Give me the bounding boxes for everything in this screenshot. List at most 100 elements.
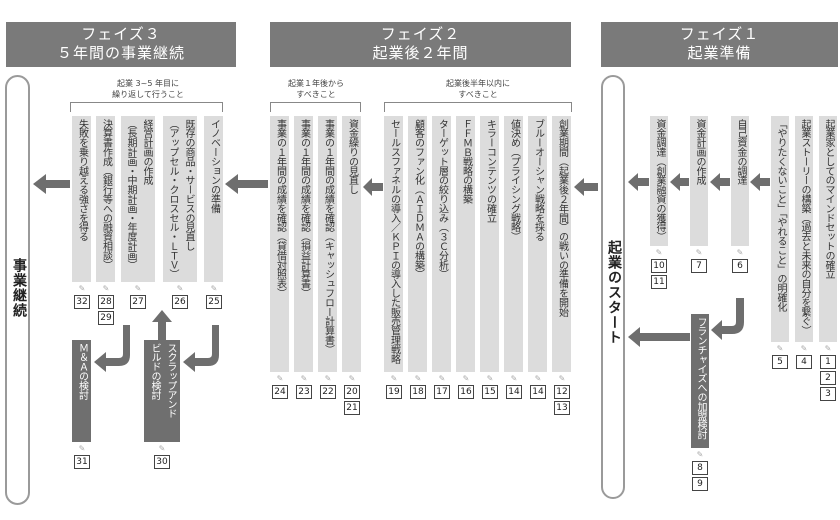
pencil-pointer-icon: ✎: [696, 450, 704, 459]
step-text-group: 既存の商品・サービスの見直し （アップセル・クロスセル・ＬＴＶ）: [163, 119, 197, 279]
reference-number-badge: 24: [272, 385, 288, 399]
step-text-line2: （アップセル・クロスセル・ＬＴＶ）: [167, 119, 178, 279]
pencil-pointer-icon: ✎: [210, 284, 218, 293]
phase2-after1y-note: 起業１年後から すべきこと: [266, 78, 366, 100]
reference-number-badge: 9: [692, 477, 708, 491]
arrow-left-icon: [750, 173, 770, 191]
phase2-after1y-note-line2: すべきこと: [296, 90, 336, 99]
phase1-header: フェイズ１ 起業準備: [601, 22, 838, 67]
reference-number-badge: 26: [172, 295, 188, 309]
phase2-step-cf-statement: 事業の１年間の成績を確認（キャッシュフロー計算書）: [318, 116, 337, 372]
step-text-line1: スクラップアンド: [165, 343, 176, 419]
pencil-pointer-icon: ✎: [324, 374, 332, 383]
reference-number-badge: 6: [732, 259, 748, 273]
arrow-left-icon: [710, 173, 730, 191]
step-text: 「やりたくないこと」「やれること」の明確化: [775, 119, 786, 312]
step-text: ターゲット層の絞り込み（３Ｃ分析）: [436, 119, 448, 279]
step-text: 起業家としてのマインドセットの確立: [823, 119, 834, 279]
step-text: 創業期間（起業後２年間）の戦いの準備を開始: [556, 119, 568, 317]
phase3-note-line1: 起業 3~5 年目に: [117, 79, 179, 88]
reference-number-badge: 12: [554, 385, 570, 399]
arrow-left-icon: [628, 327, 690, 347]
step-text-group: スクラップアンド ビルドの検討: [144, 343, 180, 418]
step-text: ブルーオーシャン戦略を採る: [532, 119, 544, 242]
phase1-title: フェイズ１: [679, 25, 760, 43]
step-text: イノベーションの準備: [208, 119, 220, 214]
phase3-branch-ma: Ｍ＆Ａの検討: [72, 340, 91, 442]
step-text: キラーコンテンツの確立: [484, 119, 496, 223]
arrow-left-icon: [628, 173, 649, 191]
pencil-pointer-icon: ✎: [414, 374, 422, 383]
phase3-note-line2: 繰り返して行うこと: [112, 90, 184, 99]
pencil-pointer-icon: ✎: [800, 344, 808, 353]
phase1-step-story: 起業ストーリーの構築（過去と未来の自分を繋ぐ）: [795, 116, 813, 342]
reference-number-badge: 7: [691, 259, 707, 273]
phase2-step-sales-funnel: セールスファネルの導入／ＫＰＩの導入した販売管理戦略: [384, 116, 403, 372]
step-text-line1: 既存の商品・サービスの見直し: [183, 119, 194, 251]
reference-number-badge: 29: [98, 311, 114, 325]
step-text-line2: ビルドの検討: [149, 343, 160, 400]
phase3-step-financial-statements: 決算書作成（銀行等への融資相談）: [96, 116, 115, 282]
step-text: 失敗を乗り越える強さを得る: [76, 119, 88, 242]
pencil-pointer-icon: ✎: [486, 374, 494, 383]
arrow-curve-icon: [183, 325, 219, 372]
reference-number-badge: 2: [820, 371, 836, 385]
pencil-pointer-icon: ✎: [134, 284, 142, 293]
arrow-left-icon: [363, 178, 383, 196]
startup-start-pill: [601, 75, 625, 499]
phase2-step-ffmb: ＦＦＭＢ戦略の構築: [456, 116, 475, 372]
pencil-pointer-icon: ✎: [510, 374, 518, 383]
phase2-step-bs: 事業の１年間の成績を確認（貸借対照表）: [270, 116, 289, 372]
phase3-note: 起業 3~5 年目に 繰り返して行うこと: [68, 78, 228, 100]
step-text: ＦＦＭＢ戦略の構築: [460, 119, 472, 204]
reference-number-badge: 1: [820, 355, 836, 369]
reference-number-badge: 4: [796, 355, 812, 369]
reference-number-badge: 3: [820, 387, 836, 401]
reference-number-badge: 8: [692, 461, 708, 475]
pencil-pointer-icon: ✎: [348, 374, 356, 383]
pencil-pointer-icon: ✎: [462, 374, 470, 383]
arrow-left-icon: [574, 178, 598, 196]
pencil-pointer-icon: ✎: [78, 444, 86, 453]
business-continuation-pill: [5, 75, 30, 505]
pencil-pointer-icon: ✎: [438, 374, 446, 383]
phase2-step-blue-ocean: ブルーオーシャン戦略を採る: [528, 116, 547, 372]
step-text: 値決め（プライシング戦略）: [508, 119, 520, 242]
pencil-pointer-icon: ✎: [176, 284, 184, 293]
step-text: 起業ストーリーの構築（過去と未来の自分を繋ぐ）: [799, 119, 810, 336]
step-text: 事業の１年間の成績を確認（貸借対照表）: [274, 119, 286, 298]
arrow-left-icon: [225, 174, 268, 194]
reference-number-badge: 19: [386, 385, 402, 399]
phase2-step-prepare: 創業期間（起業後２年間）の戦いの準備を開始: [552, 116, 571, 372]
phase1-step-own-funds: 自己資金の調達: [731, 116, 749, 246]
step-text: Ｍ＆Ａの検討: [76, 343, 88, 400]
reference-number-badge: 17: [434, 385, 450, 399]
reference-number-badge: 14: [530, 385, 546, 399]
reference-number-badge: 27: [130, 295, 146, 309]
step-text: 事業の１年間の成績を確認（損益計算書）: [298, 119, 310, 298]
phase2-within6m-note-line2: すべきこと: [458, 90, 498, 99]
reference-number-badge: 16: [458, 385, 474, 399]
phase3-title: フェイズ３: [81, 25, 161, 43]
pencil-pointer-icon: ✎: [695, 248, 703, 257]
pencil-pointer-icon: ✎: [736, 248, 744, 257]
arrow-curve-icon: [94, 325, 130, 372]
reference-number-badge: 11: [651, 275, 667, 289]
pencil-pointer-icon: ✎: [102, 284, 110, 293]
reference-number-badge: 32: [74, 295, 90, 309]
phase1-step-funding-plan: 資金計画の作成: [690, 116, 708, 246]
phase3-branch-scrap-build: スクラップアンド ビルドの検討: [144, 340, 180, 442]
phase1-subtitle: 起業準備: [687, 44, 752, 62]
step-text: 事業の１年間の成績を確認（キャッシュフロー計算書）: [322, 119, 334, 355]
phase2-subtitle: 起業後２年間: [372, 44, 469, 62]
phase1-step-clarify: 「やりたくないこと」「やれること」の明確化: [771, 116, 789, 342]
phase2-header: フェイズ２ 起業後２年間: [270, 22, 571, 67]
phase3-subtitle: ５年間の事業継続: [56, 44, 185, 62]
phase2-after1y-note-line1: 起業１年後から: [288, 79, 344, 88]
pencil-pointer-icon: ✎: [776, 344, 784, 353]
reference-number-badge: 23: [296, 385, 312, 399]
phase2-step-pricing: 値決め（プライシング戦略）: [504, 116, 523, 372]
phase2-step-fan: 顧客のファン化（ＡＩＤＭＡの構築）: [408, 116, 427, 372]
reference-number-badge: 14: [506, 385, 522, 399]
pencil-pointer-icon: ✎: [78, 284, 86, 293]
